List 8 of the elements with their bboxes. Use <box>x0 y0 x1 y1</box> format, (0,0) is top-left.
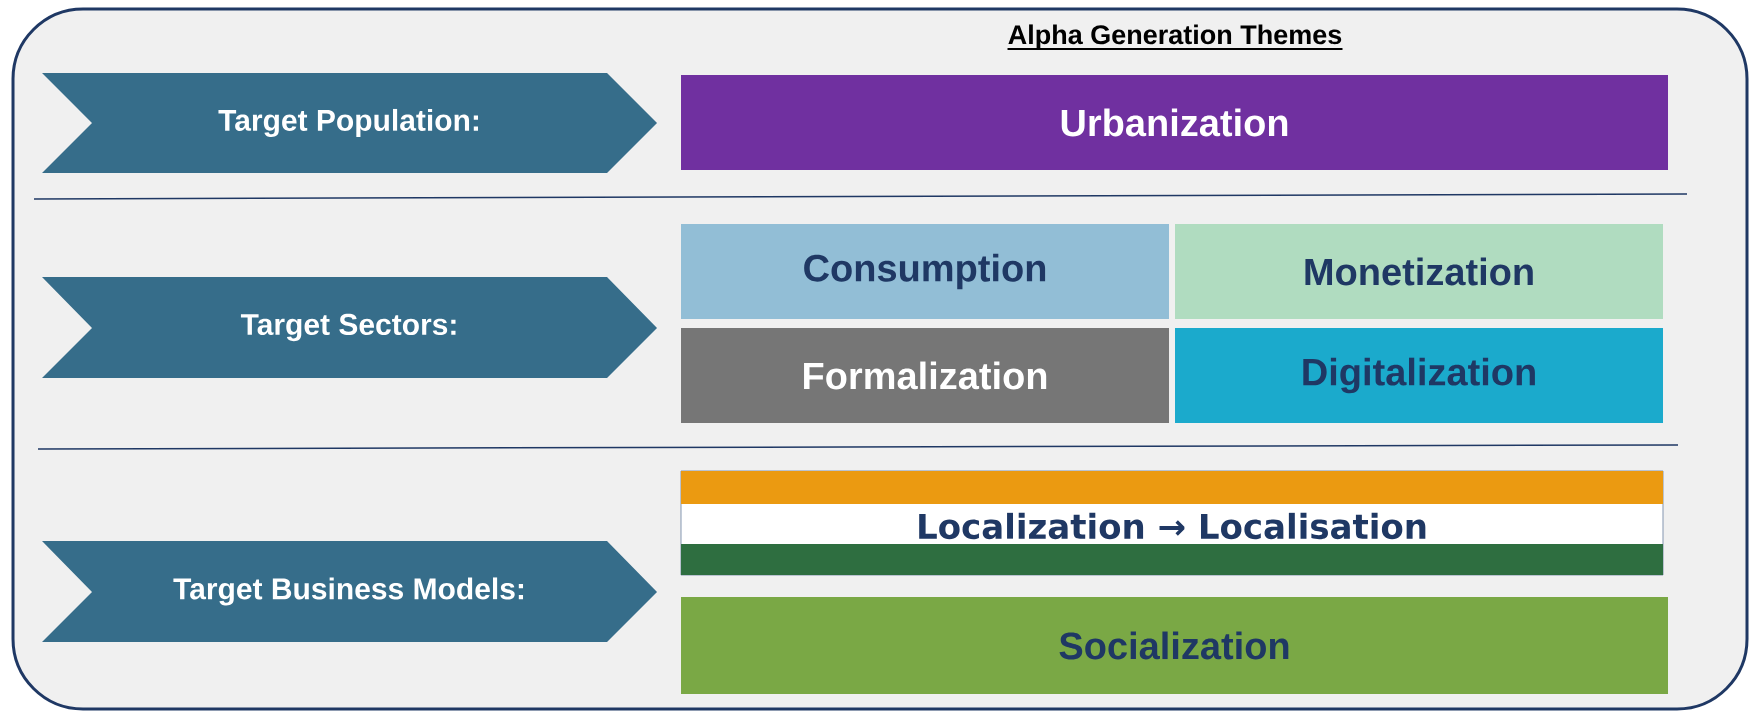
theme-box: Consumption <box>681 224 1169 319</box>
theme-box: Digitalization <box>1175 328 1663 423</box>
heading: Alpha Generation Themes <box>1008 24 1342 50</box>
theme-box: Socialization <box>681 597 1668 694</box>
theme-box: Localization → Localisation <box>680 470 1664 576</box>
theme-box: Urbanization <box>681 75 1668 170</box>
theme-box: Formalization <box>681 328 1169 423</box>
theme-box: Monetization <box>1175 224 1663 319</box>
